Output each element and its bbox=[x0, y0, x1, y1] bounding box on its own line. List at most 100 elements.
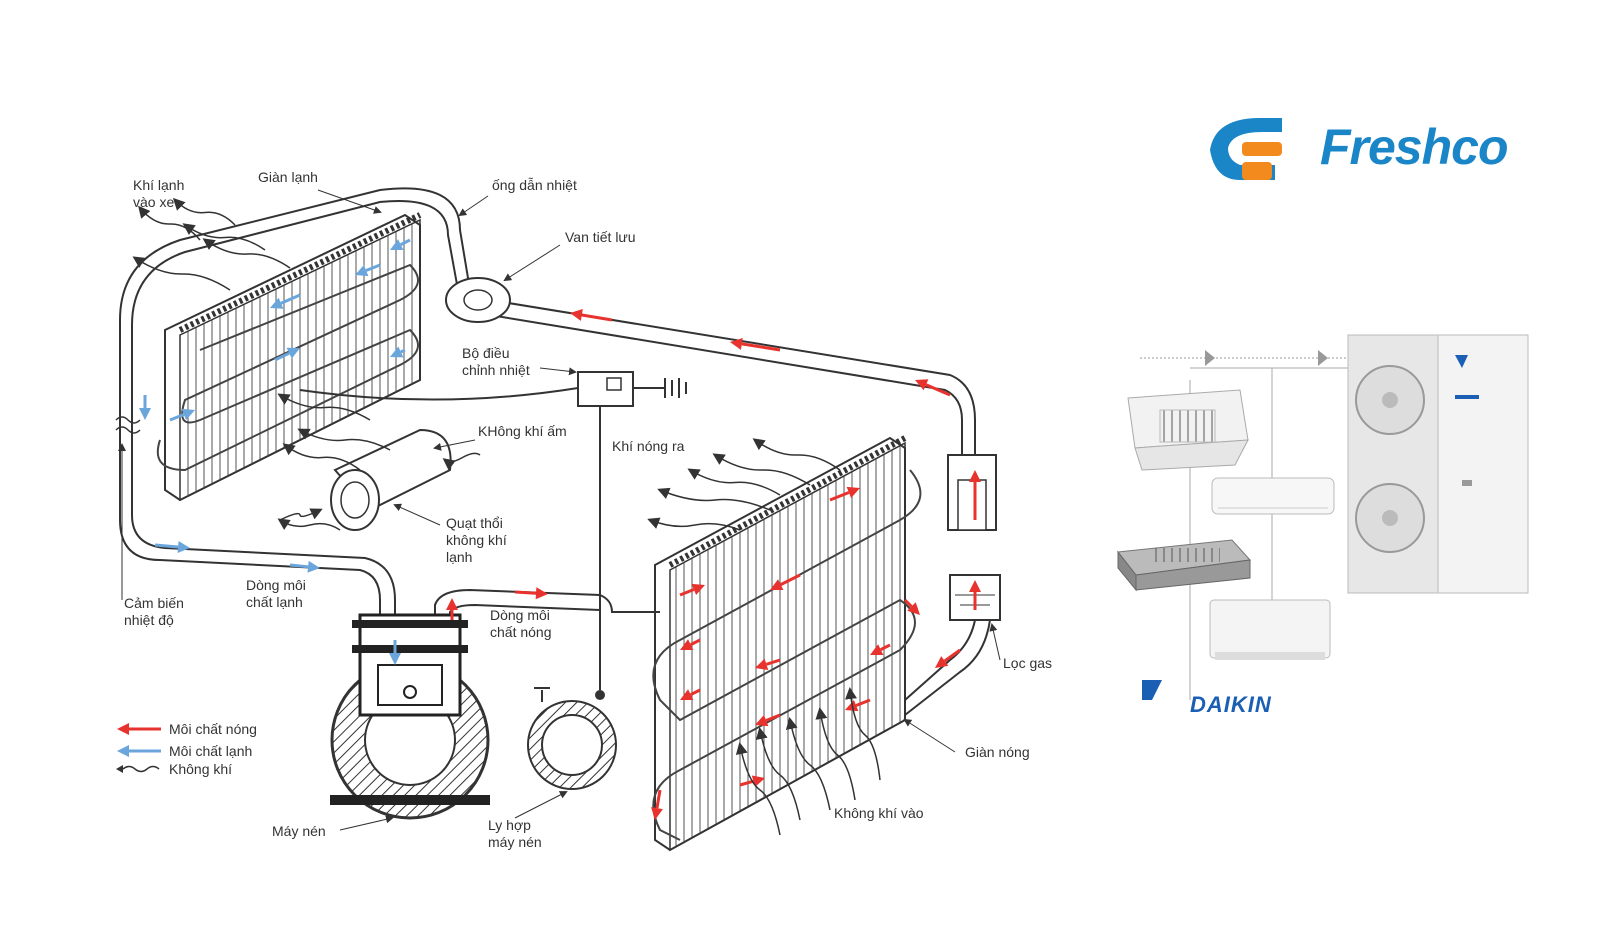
cold-arrow-8-head bbox=[307, 560, 320, 573]
label-gian-lanh: Giàn lạnh bbox=[258, 169, 318, 185]
air-arrow-20 bbox=[735, 742, 781, 836]
hot-arrow-19-shaft bbox=[655, 789, 662, 809]
air-wave-icon bbox=[116, 765, 160, 773]
hot-arrow-10-head bbox=[770, 579, 784, 590]
hot-arrow-9-shaft bbox=[829, 491, 850, 502]
hot-arrow-16-shaft bbox=[765, 713, 781, 722]
air-arrow-2 bbox=[182, 223, 266, 251]
hot-arrow-9-head bbox=[846, 486, 860, 499]
cold-arrow-9-head bbox=[389, 653, 401, 665]
legend: Môi chất nóng Môi chất lạnh Không khí bbox=[115, 718, 257, 780]
compressor-clutch bbox=[527, 687, 617, 790]
hot-arrow-19-head bbox=[651, 807, 663, 820]
cold-arrow-7-head bbox=[177, 540, 190, 553]
hot-arrow-4-head bbox=[969, 580, 981, 592]
ducted-unit-image bbox=[1117, 539, 1252, 592]
cold-refrigerant-arrows bbox=[139, 238, 411, 665]
compressor bbox=[330, 613, 490, 820]
hot-arrow-11-head bbox=[680, 639, 694, 650]
hot-arrow-14-shaft bbox=[765, 658, 781, 666]
legend-label-air: Không khí bbox=[169, 761, 233, 777]
hot-arrow-15-head bbox=[680, 689, 694, 700]
legend-item-hot: Môi chất nóng bbox=[115, 718, 257, 740]
hot-arrow-8-shaft bbox=[679, 588, 695, 597]
hot-arrow-3-head bbox=[969, 470, 981, 482]
condenser-coil bbox=[652, 435, 922, 852]
refrigerant-pipes bbox=[119, 187, 991, 716]
freshco-logo-mark bbox=[1210, 118, 1282, 180]
hot-arrow-7-head bbox=[535, 587, 548, 600]
cold-arrow-1-shaft bbox=[280, 293, 301, 305]
hot-arrow-13-shaft bbox=[880, 643, 891, 651]
air-arrow-6 bbox=[277, 393, 371, 421]
expansion-valve bbox=[445, 277, 511, 323]
label-loc-gas: Lọc gas bbox=[1003, 655, 1052, 671]
hot-arrow-11-shaft bbox=[690, 638, 701, 646]
air-flow-arrows bbox=[132, 197, 881, 836]
air-arrow-15 bbox=[647, 517, 741, 531]
hot-arrow-0-head bbox=[570, 309, 583, 321]
cold-arrow-6-head bbox=[139, 408, 151, 420]
cold-arrow-8-shaft bbox=[289, 563, 309, 569]
label-may-nen: Máy nén bbox=[272, 823, 326, 839]
air-arrow-17 bbox=[815, 707, 856, 801]
hot-arrow-16-head bbox=[755, 714, 769, 727]
legend-label-cold: Môi chất lạnh bbox=[169, 743, 253, 759]
air-arrow-0 bbox=[138, 205, 201, 241]
cassette-unit-image bbox=[1127, 389, 1249, 471]
air-arrow-11 bbox=[752, 438, 841, 471]
freshco-wordmark: Freshco bbox=[1320, 119, 1509, 175]
hot-arrow-12-head bbox=[907, 602, 920, 615]
hot-arrow-8-head bbox=[691, 583, 705, 596]
cold-arrow-3-shaft bbox=[274, 351, 290, 362]
cold-arrow-7-shaft bbox=[154, 543, 179, 549]
label-gian-nong: Giàn nóng bbox=[965, 744, 1030, 760]
cold-arrow-3-head bbox=[286, 347, 300, 359]
hot-arrow-17-shaft bbox=[855, 698, 871, 707]
wall-split-unit-image bbox=[1211, 477, 1335, 515]
hot-arrow-2-shaft bbox=[925, 383, 951, 397]
air-arrow-16 bbox=[845, 687, 881, 781]
air-arrow-19 bbox=[755, 727, 801, 821]
air-arrow-9 bbox=[279, 508, 323, 521]
daikin-system-illustration bbox=[1117, 334, 1529, 700]
hot-arrow-15-shaft bbox=[690, 688, 701, 696]
hot-arrow-7-shaft bbox=[514, 590, 537, 595]
cold-arrow-4-shaft bbox=[169, 413, 185, 422]
hot-arrow-13-head bbox=[870, 644, 884, 655]
cold-arrow-5-head bbox=[390, 346, 404, 358]
hot-arrow-14-head bbox=[755, 658, 769, 671]
hot-arrow-1-head bbox=[730, 337, 743, 350]
cold-arrow-1-head bbox=[270, 297, 284, 309]
legend-item-cold: Môi chất lạnh bbox=[115, 740, 257, 762]
air-arrow-10 bbox=[442, 452, 481, 471]
air-arrow-14 bbox=[657, 487, 771, 511]
hot-arrow-18-shaft bbox=[739, 779, 754, 787]
air-arrow-3 bbox=[202, 238, 291, 269]
hot-arrow-1-shaft bbox=[741, 342, 781, 352]
legend-item-air: Không khí bbox=[115, 758, 257, 780]
air-arrow-7 bbox=[282, 443, 361, 471]
daikin-wordmark: DAIKIN bbox=[1190, 692, 1272, 717]
hot-arrow-5-shaft bbox=[943, 648, 961, 663]
label-khong-khi-am: KHông khí ấm bbox=[478, 423, 567, 439]
daikin-logo-mark bbox=[1142, 680, 1162, 700]
cold-arrow-4-head bbox=[181, 408, 195, 421]
blower-fan bbox=[330, 428, 452, 531]
hot-arrow-2-head bbox=[915, 379, 929, 391]
hot-arrow-icon bbox=[117, 723, 161, 735]
air-arrow-18 bbox=[785, 717, 831, 811]
gas-filter bbox=[947, 454, 1001, 621]
label-khi-nong-ra: Khí nóng ra bbox=[612, 438, 685, 454]
hot-refrigerant-arrows bbox=[446, 309, 981, 820]
hot-arrow-6-head bbox=[446, 598, 458, 610]
outdoor-unit-image bbox=[1347, 334, 1529, 594]
